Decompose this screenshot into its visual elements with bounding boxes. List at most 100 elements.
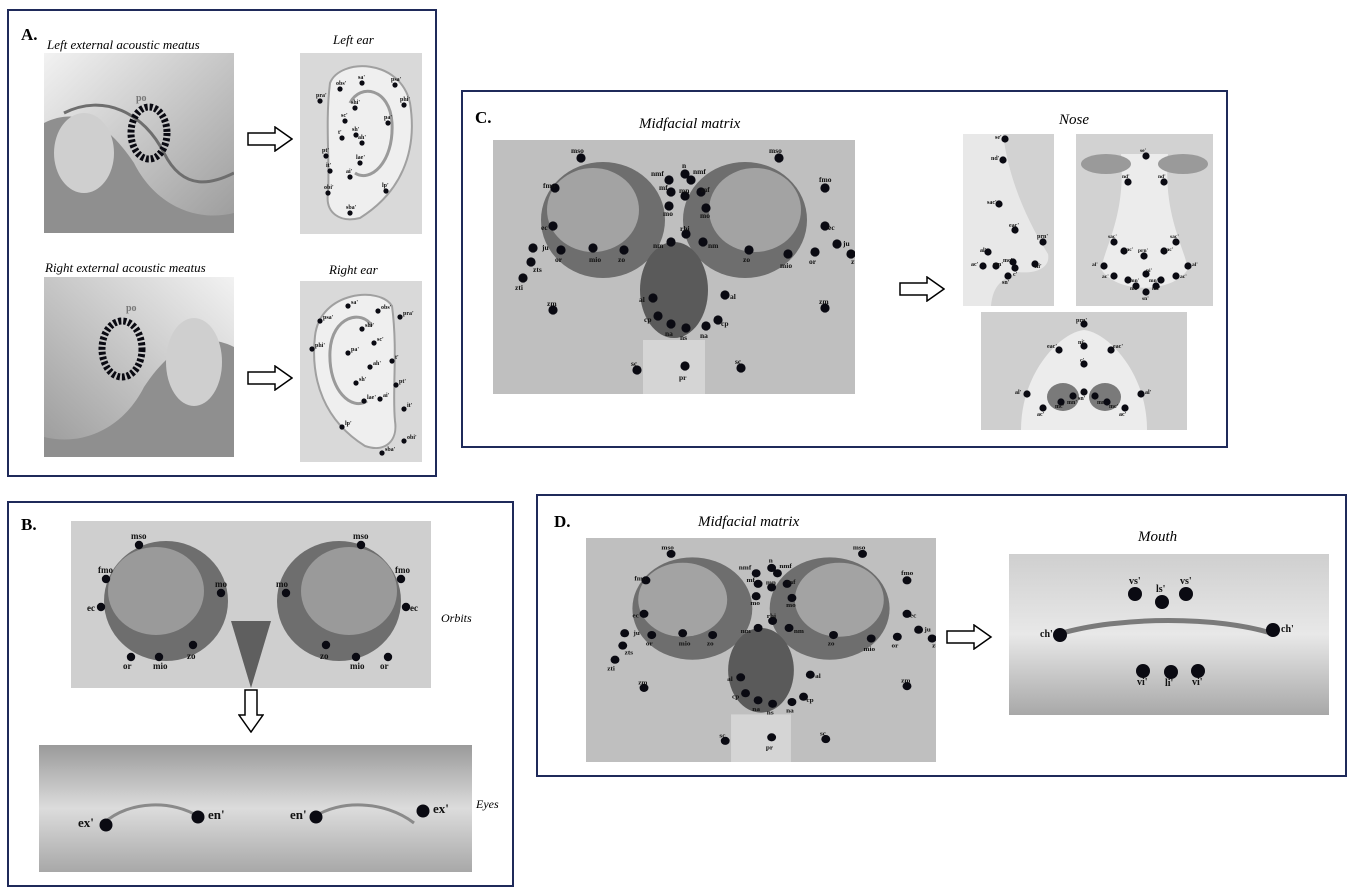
landmark-dot: [1011, 264, 1018, 271]
arrow-right-icon: [899, 276, 945, 302]
landmark-label: shi': [351, 100, 360, 106]
landmark-dot: [1004, 272, 1011, 279]
landmark-label: mf: [701, 185, 710, 194]
landmark-dot: [339, 424, 344, 429]
landmark-dot: [323, 153, 328, 158]
landmark-label: ju: [842, 239, 850, 248]
po-label-right: po: [126, 303, 137, 314]
landmark-label: sc: [820, 730, 826, 738]
landmark-dot: [1091, 392, 1098, 399]
landmark-label: mso: [769, 146, 782, 155]
landmark-dot: [1157, 276, 1164, 283]
landmark-label: mn: [766, 579, 776, 587]
landmark-label: ec: [410, 603, 418, 613]
landmark-label: prn': [1138, 248, 1149, 254]
landmark-label: al: [639, 295, 645, 304]
landmark-dot: [768, 700, 777, 708]
caption-right-ear: Right ear: [329, 262, 378, 278]
landmark-label: mo: [750, 599, 760, 607]
landmark-dot: [647, 631, 656, 639]
landmark-dot: [317, 318, 322, 323]
landmark-label: zm: [547, 299, 557, 308]
landmark-dot: [681, 323, 690, 332]
landmark-dot: [1136, 664, 1150, 678]
landmark-label: pr: [679, 373, 687, 382]
landmark-label: or: [123, 661, 132, 671]
landmark-label: mc': [1130, 286, 1139, 292]
landmark-label: li': [1165, 678, 1174, 689]
landmark-label: mc': [1003, 258, 1013, 264]
landmark-label: ac': [1102, 274, 1109, 280]
landmark-dot: [401, 102, 406, 107]
landmark-label: sh': [359, 377, 367, 383]
landmark-dot: [1100, 262, 1107, 269]
landmark-label: fmo: [819, 175, 832, 184]
landmark-dot: [347, 210, 352, 215]
landmark-dot: [1023, 390, 1030, 397]
landmark-label: psa': [391, 77, 402, 83]
landmark-label: zti: [607, 665, 615, 673]
landmark-label: phi': [400, 97, 410, 103]
landmark-label: nm: [653, 241, 664, 250]
landmark-label: ac': [1037, 412, 1045, 418]
landmark-dot: [979, 262, 986, 269]
landmark-label: nmf: [651, 169, 664, 178]
caption-midfacial-d: Midfacial matrix: [698, 514, 799, 531]
landmark-dot: [666, 187, 675, 196]
landmark-label: ec: [541, 223, 548, 232]
landmark-label: sba': [385, 447, 396, 453]
landmark-dot: [392, 82, 397, 87]
landmark-label: ac': [1119, 412, 1127, 418]
landmark-label: vs': [1129, 576, 1141, 587]
landmark-label: ni': [1078, 340, 1085, 346]
nose-basal-image: prn'ni'eac'eac'c'al'al'sn'mn'mn'mc'mc'ac…: [981, 312, 1187, 430]
landmark-label: vs': [1180, 576, 1192, 587]
landmark-label: fmo: [901, 569, 914, 577]
landmark-label: fmo: [634, 575, 647, 583]
landmark-dot: [785, 624, 794, 632]
landmark-dot: [1266, 623, 1280, 637]
landmark-label: sh': [352, 127, 360, 133]
landmark-dot: [620, 629, 629, 637]
landmark-dot: [347, 174, 352, 179]
landmark-label: c': [1080, 358, 1085, 364]
panel-d-letter: D.: [554, 512, 571, 532]
panel-b: B. Orbits Eyes msomsofmofmoececmomoororm…: [7, 501, 514, 887]
mouth-image: vs'ls'vs'ch'ch'vi'li'vi': [1009, 554, 1329, 715]
landmark-label: zo: [618, 255, 625, 264]
landmark-label: mn: [679, 186, 690, 195]
landmark-label: sac': [1170, 234, 1179, 240]
landmark-dot: [192, 811, 205, 824]
landmark-dot: [127, 653, 135, 661]
landmark-label: mo: [276, 579, 288, 589]
landmark-label: se': [995, 135, 1002, 141]
landmark-label: cp: [721, 319, 729, 328]
landmark-dot: [310, 811, 323, 824]
landmark-label: na: [665, 329, 673, 338]
landmark-label: cp: [732, 693, 739, 701]
landmark-label: ls': [1156, 584, 1166, 595]
landmark-label: ns: [767, 709, 774, 717]
landmark-dot: [914, 626, 923, 634]
caption-mouth: Mouth: [1138, 529, 1177, 546]
landmark-label: mso: [353, 531, 369, 541]
landmark-dot: [744, 245, 753, 254]
landmark-label: sc: [719, 732, 725, 740]
landmark-dot: [556, 245, 565, 254]
landmark-dot: [401, 438, 406, 443]
landmark-dot: [1184, 262, 1191, 269]
landmark-label: obs': [381, 305, 392, 311]
arrow-down-icon: [238, 689, 264, 733]
midface-image-d: msomsonmfnmfnfmofmomfmfmnmomoececrhijuju…: [586, 538, 936, 762]
landmark-dot: [1128, 587, 1142, 601]
landmark-label: sac': [1108, 234, 1117, 240]
landmark-dot: [1001, 135, 1008, 142]
caption-orbits: Orbits: [441, 611, 472, 626]
landmark-label: sn': [1078, 396, 1086, 402]
landmark-label: al: [727, 675, 733, 683]
landmark-label: sba': [346, 205, 357, 211]
landmark-dot: [1179, 587, 1193, 601]
caption-midfacial-c: Midfacial matrix: [639, 116, 740, 133]
landmark-dot: [678, 629, 687, 637]
landmark-label: mio: [780, 261, 792, 270]
